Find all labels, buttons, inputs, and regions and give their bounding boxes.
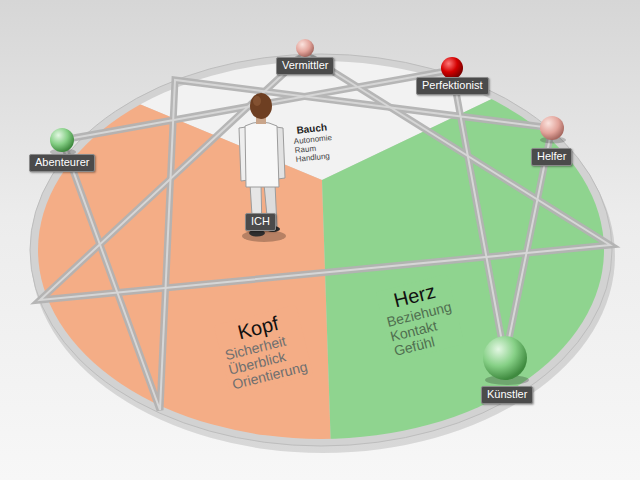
- point-label: Vermittler: [276, 57, 334, 75]
- point-label: Perfektionist: [416, 77, 489, 95]
- enneagram-highlight: [40, 54, 610, 410]
- label-text: Vermittler: [282, 59, 328, 72]
- person-label: ICH: [245, 213, 276, 231]
- helfer-sphere: [540, 116, 564, 140]
- perfektionist-sphere: [441, 57, 463, 79]
- label-text: Abenteurer: [35, 156, 89, 169]
- enneagram-lines: [40, 54, 610, 410]
- center-sector: HerzBeziehung Kontakt Gefühl: [375, 274, 464, 362]
- kuenstler-sphere: [483, 336, 527, 380]
- point-label: Abenteurer: [29, 154, 95, 172]
- label-text: Perfektionist: [422, 79, 483, 92]
- center-sector: KopfSicherheit Überblick Orientierung: [214, 305, 314, 395]
- label-text: Künstler: [487, 388, 527, 401]
- point-label: Helfer: [531, 148, 572, 166]
- label-text: ICH: [251, 215, 270, 228]
- abenteurer-sphere: [50, 128, 74, 152]
- label-text: Helfer: [537, 150, 566, 163]
- sector-keywords: Autonomie Raum Handlung: [293, 133, 334, 164]
- center-sector: BauchAutonomie Raum Handlung: [288, 118, 339, 167]
- person-figure: [239, 93, 286, 242]
- vermittler-sphere: [296, 39, 314, 57]
- point-label: Künstler: [481, 386, 533, 404]
